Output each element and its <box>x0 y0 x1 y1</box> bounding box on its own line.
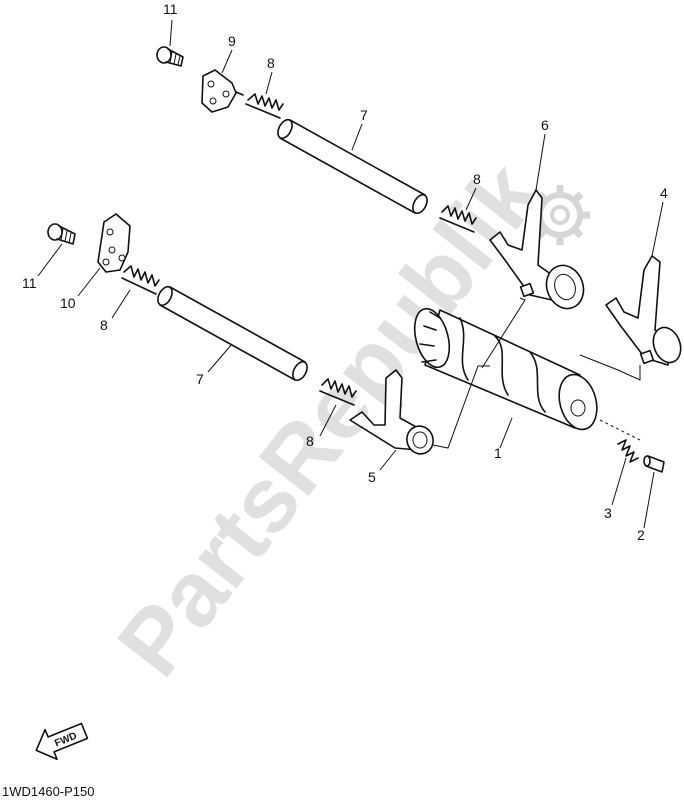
callout-11-lower: 11 <box>22 275 37 291</box>
guide-shaft-lower <box>157 285 308 382</box>
shift-fork-lower <box>349 369 434 455</box>
stopper-lever-upper <box>201 69 244 113</box>
watermark: PartsRepublik <box>99 144 561 695</box>
callout-6: 6 <box>541 117 549 133</box>
spring-upper-left <box>245 93 284 119</box>
callout-10: 10 <box>60 295 76 311</box>
callout-7-upper: 7 <box>360 107 368 123</box>
callout-11-upper: 11 <box>163 1 178 17</box>
callout-9: 9 <box>228 33 236 49</box>
guide-shaft-upper <box>277 118 428 215</box>
spring-upper-right <box>439 205 477 233</box>
shift-fork-upper <box>489 189 585 310</box>
shift-drum <box>413 307 598 431</box>
callout-3: 3 <box>604 505 612 521</box>
callout-8-upper-left: 8 <box>267 55 275 71</box>
drawing-code: 1WD1460-P150 <box>2 784 95 799</box>
stopper-lever-lower <box>97 213 131 273</box>
callout-7-lower: 7 <box>196 371 204 387</box>
callout-labels: 11 9 8 7 8 6 4 11 10 8 7 8 5 1 3 2 <box>22 1 668 543</box>
callout-8-lower-left: 8 <box>100 317 108 333</box>
spring-lower-right <box>319 378 357 406</box>
watermark-text: PartsRepublik <box>99 144 561 695</box>
callout-1: 1 <box>494 445 502 461</box>
callout-8-upper-right: 8 <box>473 171 481 187</box>
drum-spring <box>617 439 639 463</box>
callout-8-lower-right: 8 <box>306 433 314 449</box>
screw-upper <box>156 46 184 67</box>
shift-fork-right <box>605 255 682 366</box>
assembly-lines <box>432 297 641 449</box>
fwd-arrow-icon: FWD <box>35 722 89 761</box>
screw-lower <box>47 223 76 245</box>
callout-4: 4 <box>660 185 668 201</box>
drum-pin <box>643 455 665 473</box>
callout-2: 2 <box>637 527 645 543</box>
callout-leaders <box>37 19 664 529</box>
spring-lower-left <box>121 265 160 295</box>
callout-5: 5 <box>368 469 376 485</box>
